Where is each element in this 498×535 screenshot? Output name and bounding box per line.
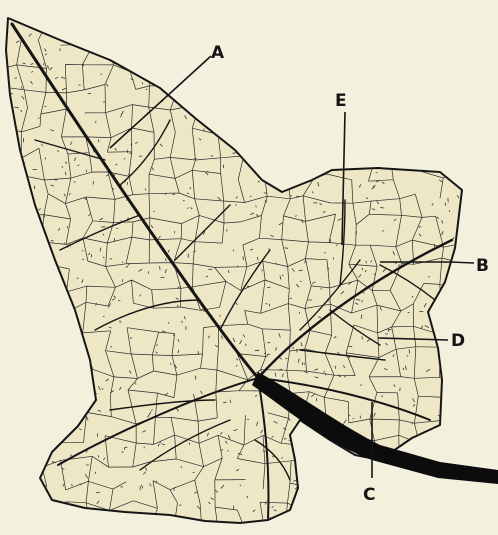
leader-line-b [450, 262, 474, 263]
label-d: D [451, 331, 465, 351]
label-b: B [476, 256, 489, 276]
label-a: A [211, 43, 225, 63]
label-c: C [363, 485, 375, 505]
label-e: E [335, 91, 347, 111]
